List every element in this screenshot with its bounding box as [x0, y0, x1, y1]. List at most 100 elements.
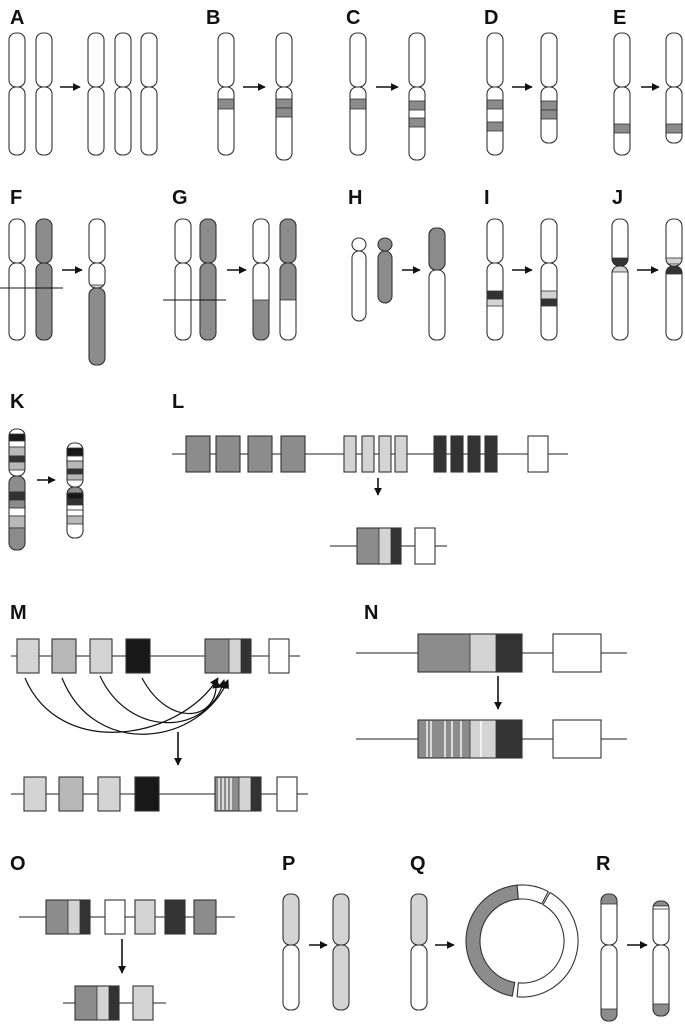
chromosome-band — [601, 1008, 617, 1021]
panel-d-chromosome-after — [540, 32, 558, 144]
panel-i-chromosome-after — [540, 218, 558, 341]
gene-block — [193, 899, 217, 935]
gene-segment — [553, 720, 601, 758]
transition-arrows — [0, 83, 660, 974]
chromosome-band — [541, 109, 557, 120]
panel-f-chromosome-gray — [35, 218, 53, 341]
chromosome-band — [276, 107, 292, 118]
gene-block — [74, 985, 120, 1021]
chromosome-band — [67, 455, 83, 462]
gene-block — [23, 776, 47, 812]
panel-p-chromosome-after — [332, 893, 350, 1011]
gene-block — [343, 435, 357, 473]
gene-segment — [216, 436, 240, 472]
gene-block — [268, 638, 290, 674]
chromosome-band — [9, 515, 25, 529]
panel-h-acrocentric-gray — [377, 237, 393, 304]
gene-segment — [229, 639, 241, 673]
gene-block — [484, 435, 498, 473]
gene-segment — [205, 639, 229, 673]
gene-segment — [362, 436, 374, 472]
panel-label-j: J — [612, 187, 623, 209]
chromosome-band — [9, 433, 25, 442]
panel-label-k: K — [10, 391, 25, 413]
panel-f-chromosome-derivative-lower — [88, 287, 106, 366]
gene-block — [214, 776, 262, 812]
gene-block — [247, 435, 273, 473]
panel-h-fused-gray-arm — [428, 227, 446, 271]
panel-j-chromosome-before — [611, 218, 629, 341]
gene-segment — [46, 900, 68, 934]
panel-f-chromosome-white — [8, 218, 26, 341]
gene-segment — [109, 986, 119, 1020]
gene-block — [280, 435, 306, 473]
chromosome-band — [614, 123, 630, 134]
gene-block — [552, 633, 602, 673]
gene-segment — [496, 634, 522, 672]
gene-segment — [126, 639, 150, 673]
panel-label-m: M — [10, 602, 27, 624]
chromosome-band — [541, 100, 557, 111]
panel-l-rearranged-gene — [330, 527, 447, 565]
gene-segment — [357, 528, 379, 564]
chromosome-band — [350, 98, 366, 110]
chromosome-band — [612, 257, 628, 267]
chromosome-band — [409, 100, 425, 111]
panel-b-chromosome-before — [217, 32, 235, 156]
chromosome-band — [541, 290, 557, 300]
gene-block — [132, 985, 154, 1021]
chromosome-band — [541, 298, 557, 307]
chromosome-band — [280, 299, 296, 340]
gene-segment — [470, 720, 496, 758]
chromosome-band — [253, 299, 269, 340]
chromosome-band — [89, 284, 105, 288]
panel-q-chromosome-before — [410, 893, 428, 1011]
chromosome-panels — [8, 32, 683, 1022]
chromosome-band — [666, 123, 682, 134]
gene-block — [58, 776, 84, 812]
panel-m-conversion-arrow-icon — [141, 677, 222, 715]
panel-b-chromosome-after — [275, 32, 293, 161]
panel-a-chromosome-4 — [114, 32, 132, 156]
chromosome-band — [9, 446, 25, 457]
panel-label-r: R — [596, 853, 611, 875]
chromosome-band — [409, 117, 425, 128]
panel-label-d: D — [484, 7, 498, 29]
gene-segment — [470, 634, 496, 672]
panel-e-chromosome-before — [613, 32, 631, 156]
panel-e-chromosome-after — [665, 32, 683, 144]
panel-k-chromosome-before — [8, 428, 26, 551]
chromosome-band — [67, 473, 83, 481]
gene-block — [104, 899, 126, 935]
chromosome-band — [653, 1003, 669, 1016]
gene-segment — [418, 720, 470, 758]
gene-block — [134, 899, 156, 935]
panel-label-o: O — [10, 853, 26, 875]
gene-segment — [553, 634, 601, 672]
panel-label-h: H — [348, 187, 362, 209]
chromosome-band — [67, 468, 83, 475]
gene-block — [417, 633, 523, 673]
chromosome-band — [67, 515, 83, 525]
chromosome-band — [9, 527, 25, 550]
gene-segment — [90, 639, 112, 673]
gene-block — [97, 776, 121, 812]
gene-block — [467, 435, 481, 473]
chromosome-band — [666, 257, 682, 265]
gene-segment — [239, 777, 251, 811]
panel-i-chromosome-before — [486, 218, 504, 341]
gene-segment — [248, 436, 272, 472]
gene-block — [164, 899, 186, 935]
chromosome-band — [487, 99, 503, 110]
panel-g-chromosome-white — [174, 218, 192, 341]
gene-segment — [451, 436, 463, 472]
panel-label-e: E — [613, 7, 626, 29]
chromosome-band — [67, 460, 83, 470]
panel-m-gene-cluster-before — [11, 638, 300, 674]
chromosome-band — [9, 491, 25, 501]
gene-block-panels — [11, 435, 627, 1021]
gene-segment — [528, 436, 548, 472]
gene-segment — [135, 777, 159, 811]
gene-segment — [186, 436, 210, 472]
